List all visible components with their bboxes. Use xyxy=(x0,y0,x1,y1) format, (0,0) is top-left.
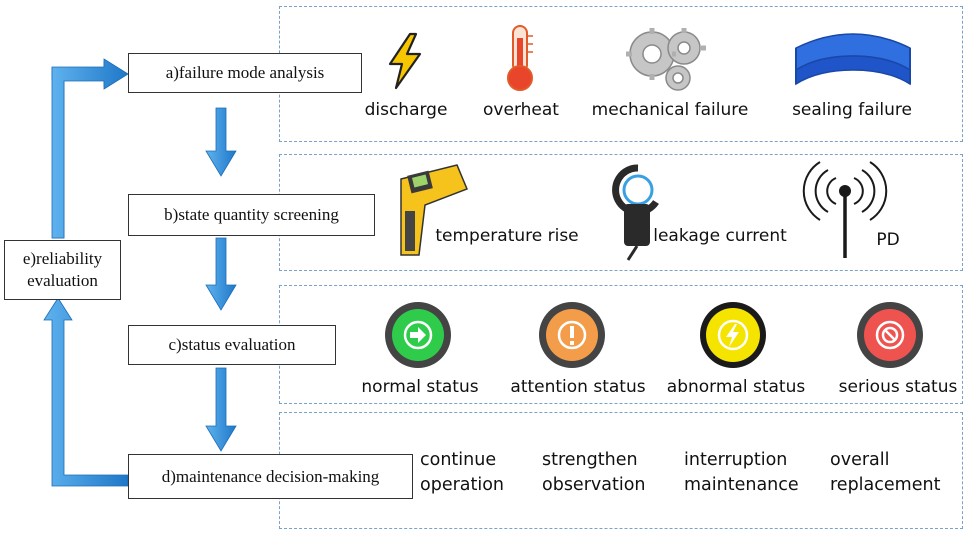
failure-mode-label-sealing: sealing failure xyxy=(792,100,912,120)
decision-line1: continue xyxy=(420,450,497,470)
prohibited-icon xyxy=(881,326,899,344)
loop-arrow-d-e xyxy=(43,297,129,487)
status-normal-icon xyxy=(385,302,451,368)
step-b-state-quantity-screening: b)state quantity screening xyxy=(128,194,375,236)
step-a-failure-mode-analysis: a)failure mode analysis xyxy=(128,53,362,93)
decision-interruption-maintenance: interruption maintenance xyxy=(684,448,799,498)
down-arrow-a-b xyxy=(205,107,237,177)
arrow-right-icon xyxy=(410,327,426,343)
failure-mode-label-mechanical: mechanical failure xyxy=(591,100,749,120)
status-label-abnormal: abnormal status xyxy=(666,377,806,397)
exclamation-icon xyxy=(570,326,574,345)
lightning-icon xyxy=(388,32,422,90)
status-label-normal: normal status xyxy=(361,377,479,397)
failure-mode-label-overheat: overheat xyxy=(483,100,559,120)
state-label-pd: PD xyxy=(876,230,900,250)
decision-strengthen-observation: strengthen observation xyxy=(542,448,646,498)
step-e-reliability-evaluation: e)reliability evaluation xyxy=(4,240,121,300)
decision-line1: strengthen xyxy=(542,450,638,470)
step-d-maintenance-decision-making: d)maintenance decision-making xyxy=(128,454,413,499)
lightning-icon xyxy=(726,324,739,347)
infrared-thermometer-icon xyxy=(400,164,468,256)
decision-line2: replacement xyxy=(830,475,941,495)
state-label-temperature-rise: temperature rise xyxy=(435,226,579,246)
decision-continue-operation: continue operation xyxy=(420,448,504,498)
clamp-meter-icon xyxy=(612,164,659,261)
status-label-attention: attention status xyxy=(510,377,646,397)
step-c-status-evaluation: c)status evaluation xyxy=(128,325,336,365)
gears-icon xyxy=(626,28,706,91)
decision-overall-replacement: overall replacement xyxy=(830,448,940,498)
thermometer-icon xyxy=(507,25,533,91)
failure-mode-label-discharge: discharge xyxy=(364,100,448,120)
decision-line2: maintenance xyxy=(684,475,799,495)
decision-line2: observation xyxy=(542,475,646,495)
antenna-icon xyxy=(802,161,888,258)
status-attention-icon xyxy=(539,302,605,368)
status-serious-icon xyxy=(857,302,923,368)
decision-line1: overall xyxy=(830,450,890,470)
decision-line2: operation xyxy=(420,475,505,495)
state-label-leakage-current: leakage current xyxy=(653,226,787,246)
down-arrow-b-c xyxy=(205,237,237,311)
status-label-serious: serious status xyxy=(838,377,958,397)
step-e-line1: e)reliability xyxy=(22,249,103,268)
down-arrow-c-d xyxy=(205,367,237,452)
decision-line1: interruption xyxy=(684,450,788,470)
status-abnormal-icon xyxy=(700,302,766,368)
step-e-line2: evaluation xyxy=(27,271,98,290)
seal-ring-icon xyxy=(795,33,911,86)
